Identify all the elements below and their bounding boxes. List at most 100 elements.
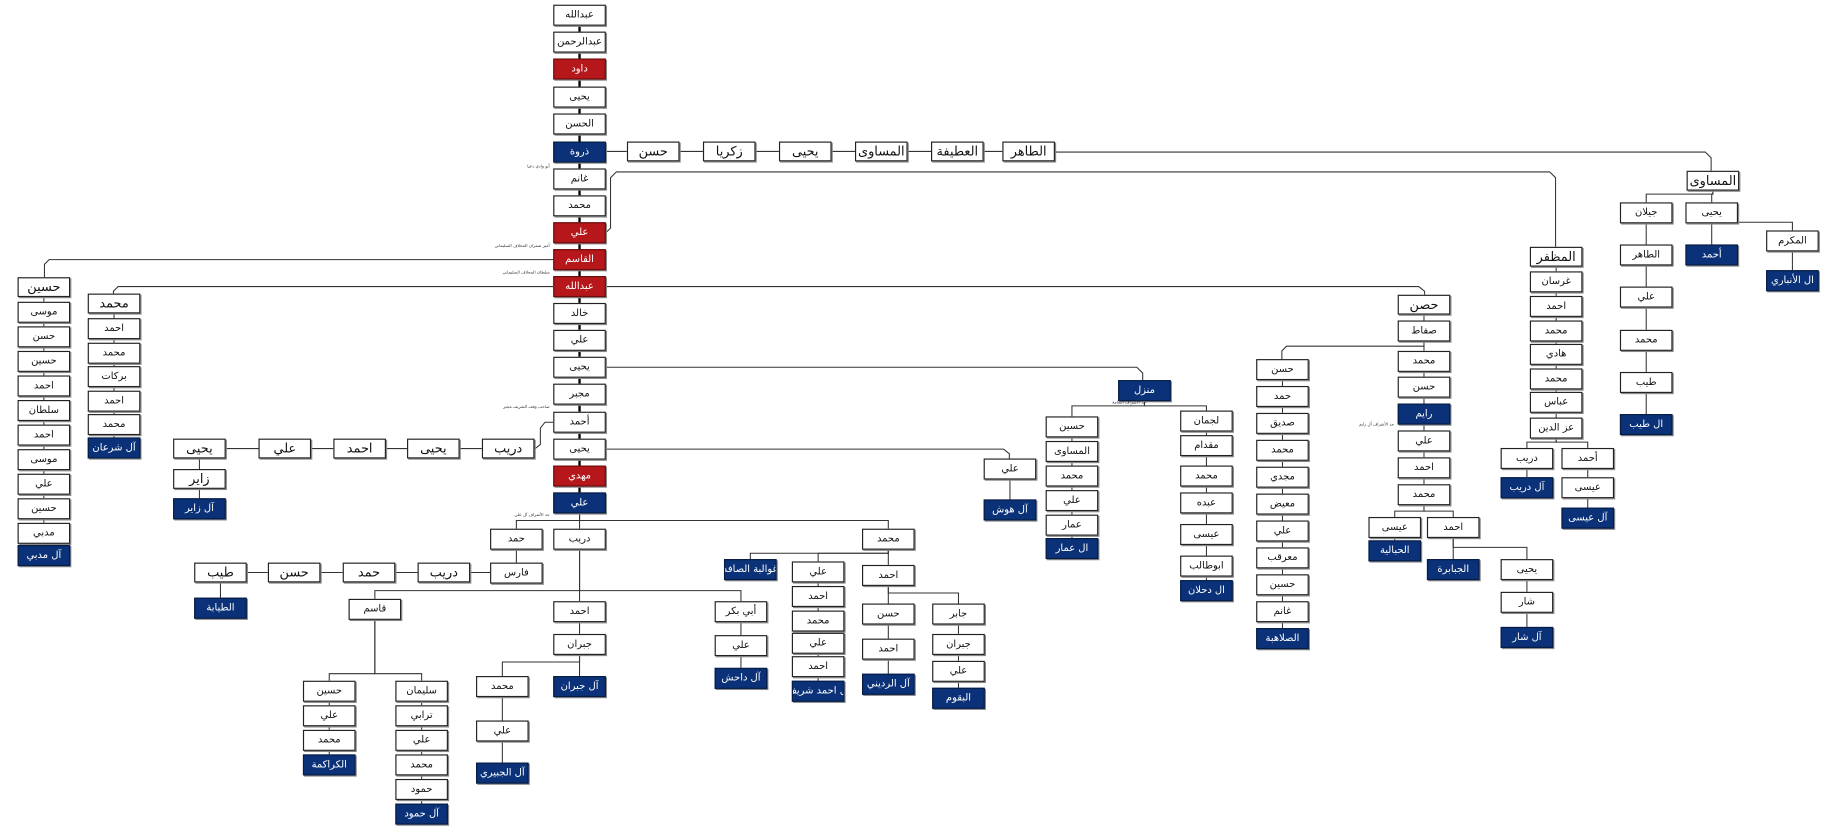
person-node: محمد <box>791 610 845 632</box>
person-node: احمد <box>553 601 606 623</box>
person-node: محمد <box>1397 484 1451 506</box>
connector-line <box>579 549 742 602</box>
person-node: علي <box>1045 490 1099 512</box>
person-node: عبده <box>1180 492 1233 514</box>
family-branch-node: آل زاير <box>173 498 226 520</box>
family-branch-node: ال احمد شريف <box>791 680 845 702</box>
person-node: علي <box>791 561 845 583</box>
node-name: منزل <box>1133 384 1155 397</box>
family-branch-node: الجبابرة <box>1426 559 1480 581</box>
person-node: قاسم <box>348 598 402 620</box>
node-name: علي <box>809 637 827 649</box>
person-node: محمد <box>1529 320 1583 342</box>
node-name: مجبر <box>569 388 590 400</box>
node-name: يحيى <box>569 442 590 455</box>
person-node: علي <box>17 473 71 495</box>
node-name: داود <box>571 62 588 75</box>
person-node: احمد <box>17 424 71 446</box>
person-node: عز الدين <box>1529 417 1583 439</box>
node-name: حسن <box>279 564 309 581</box>
person-node: عيسى <box>1561 477 1615 499</box>
node-name: علي <box>732 639 750 652</box>
node-name: محمد <box>1634 334 1658 346</box>
node-name: يحيى <box>1701 206 1722 219</box>
person-node: داود <box>553 58 606 80</box>
person-node: احمد <box>1426 516 1480 539</box>
node-name: معرقب <box>1267 551 1298 564</box>
node-name: محمد <box>1412 488 1436 501</box>
person-node: حصن <box>1397 294 1451 315</box>
node-name: آل شار <box>1512 631 1542 643</box>
person-node: عيسى <box>1180 523 1233 546</box>
node-name: احمد <box>1443 521 1464 534</box>
person-node: جبران <box>553 633 606 655</box>
node-name: الطاهر <box>1010 143 1047 160</box>
node-name: حسن <box>638 143 668 160</box>
person-node: فارس <box>490 562 543 584</box>
person-node: علي <box>1397 430 1451 452</box>
node-name: محمد <box>102 418 126 431</box>
person-node: حسن <box>1256 359 1309 381</box>
node-name: احمد <box>33 379 54 392</box>
person-node: ترابي <box>395 705 448 727</box>
node-name: أحمد <box>1577 452 1598 465</box>
node-name: احمد <box>569 605 590 618</box>
connector-line <box>328 619 376 681</box>
node-name: جيلان <box>1635 206 1658 219</box>
person-node: يحيى <box>407 438 460 459</box>
person-node: أحمد <box>1561 447 1615 470</box>
family-branch-node: منزل <box>1118 380 1171 402</box>
person-node: محمد <box>87 293 141 314</box>
person-node: محمد <box>1397 350 1451 372</box>
person-node: دريب <box>417 562 471 583</box>
person-node: احمد <box>1529 295 1583 317</box>
person-node: يحيى <box>173 438 226 459</box>
node-name: غوالبة الصافد <box>723 563 777 576</box>
node-name: احمد <box>808 590 829 603</box>
person-node: الطاهر <box>1619 244 1673 266</box>
connector-line <box>749 549 889 560</box>
person-node: محمد <box>87 414 141 436</box>
family-branch-node: ال دحلان <box>1180 580 1233 602</box>
person-node: عيسى <box>1368 516 1422 539</box>
person-node: احمد <box>861 564 915 586</box>
node-name: ال احمد شريف <box>793 685 843 697</box>
family-branch-node: ال الأنباري <box>1766 270 1819 292</box>
node-name: علي <box>320 709 339 722</box>
node-name: سليمان <box>406 685 437 697</box>
node-name: سلطان <box>28 404 59 417</box>
person-node: عبدالله <box>553 4 606 26</box>
node-name: حسين <box>316 685 343 697</box>
node-name: آل الرديني <box>866 678 910 690</box>
family-branch-node: ذروة <box>553 141 606 163</box>
person-node: زاير <box>173 469 226 489</box>
node-name: مقدام <box>1194 439 1219 452</box>
person-node: غرسان <box>1529 271 1583 293</box>
person-node: ابوطالب <box>1180 555 1233 577</box>
node-name: يحيى <box>1516 563 1538 576</box>
node-name: زاير <box>189 471 210 487</box>
node-name: علي <box>570 226 589 239</box>
node-name: آل حمود <box>404 807 439 820</box>
node-name: حمود <box>410 783 433 796</box>
connector-line <box>1645 190 1714 203</box>
family-branch-node: رايم <box>1397 403 1451 425</box>
family-branch-node: آل مدبي <box>17 545 71 567</box>
node-name: محمد <box>1271 444 1294 456</box>
person-node: يحيى <box>553 356 606 378</box>
node-name: بركات <box>101 370 127 383</box>
node-name: احمد <box>346 440 373 457</box>
family-branch-node: آل الرديني <box>861 673 915 695</box>
person-node: عمار <box>1045 514 1099 536</box>
person-node: لجمان <box>1180 410 1233 432</box>
connector-line <box>1555 438 1589 448</box>
person-node: احمد <box>87 390 141 412</box>
connector-line <box>112 286 554 294</box>
node-name: موسى <box>30 306 58 318</box>
node-name: جابر <box>949 607 968 620</box>
node-name: حسين <box>1269 578 1296 591</box>
person-node: حسن <box>17 326 71 348</box>
person-node: مهدي <box>553 465 606 487</box>
person-node: محمد <box>395 754 448 776</box>
